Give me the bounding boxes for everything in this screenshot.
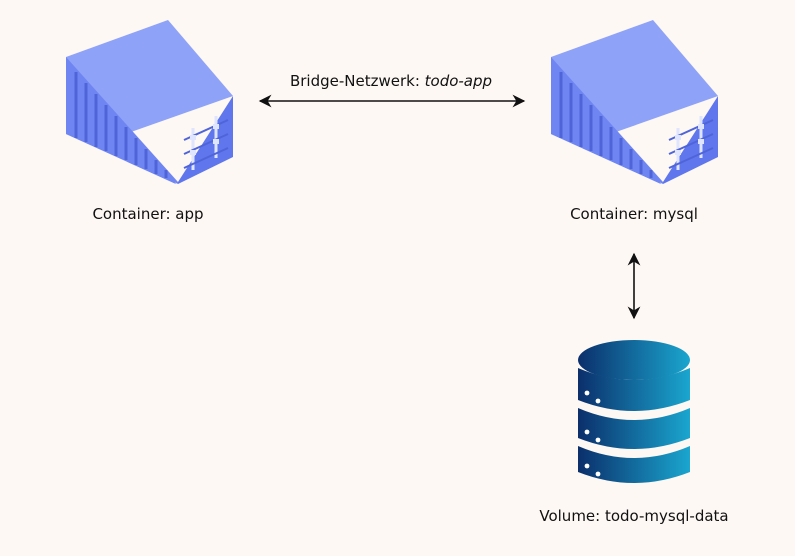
database-volume-icon xyxy=(578,340,690,483)
volume-label: Volume: todo-mysql-data xyxy=(539,507,729,525)
network-name: todo-app xyxy=(424,72,493,90)
network-label: Bridge-Netzwerk: todo-app xyxy=(290,72,492,90)
network-prefix: Bridge-Netzwerk: xyxy=(289,72,425,90)
container-app-icon xyxy=(64,18,235,186)
container-mysql-icon xyxy=(549,18,720,186)
container-app-label: Container: app xyxy=(92,205,204,223)
container-mysql-label: Container: mysql xyxy=(570,205,698,223)
